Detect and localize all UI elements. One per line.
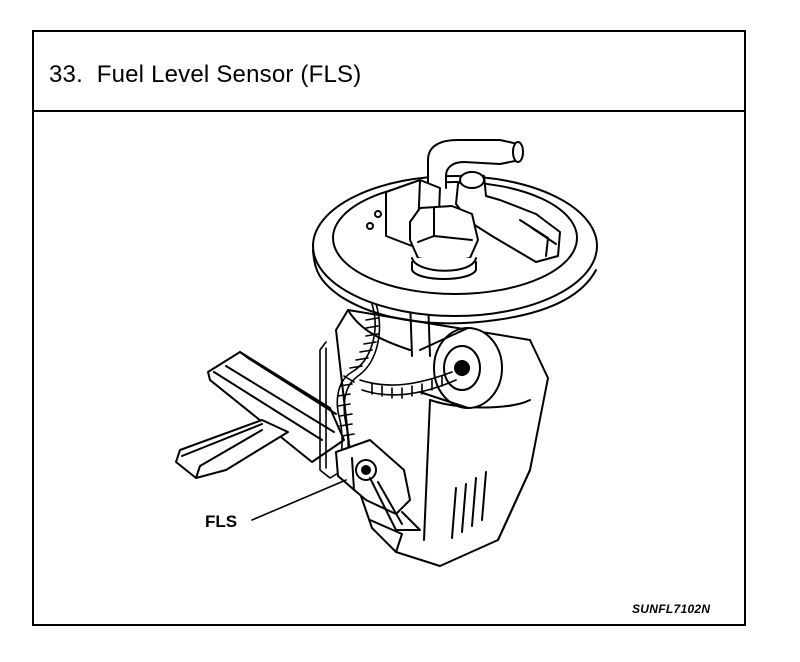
figure-id: SUNFL7102N xyxy=(632,602,711,616)
section-number: 33. xyxy=(49,61,83,88)
section-title: Fuel Level Sensor (FLS) xyxy=(96,61,362,88)
fuel-level-sensor-icon xyxy=(335,439,421,531)
fls-callout-label: FLS xyxy=(205,512,238,531)
float-arm xyxy=(175,351,345,479)
pressure-regulator-cap xyxy=(409,205,479,280)
figure-frame: 33. Fuel Level Sensor (FLS) xyxy=(32,30,746,626)
figure-header: 33. Fuel Level Sensor (FLS) xyxy=(34,32,744,112)
pump-motor xyxy=(419,327,503,409)
fuel-outlet-pipe xyxy=(427,139,524,189)
fls-leader-line xyxy=(251,479,347,521)
page-title: 33. Fuel Level Sensor (FLS) xyxy=(49,61,361,89)
